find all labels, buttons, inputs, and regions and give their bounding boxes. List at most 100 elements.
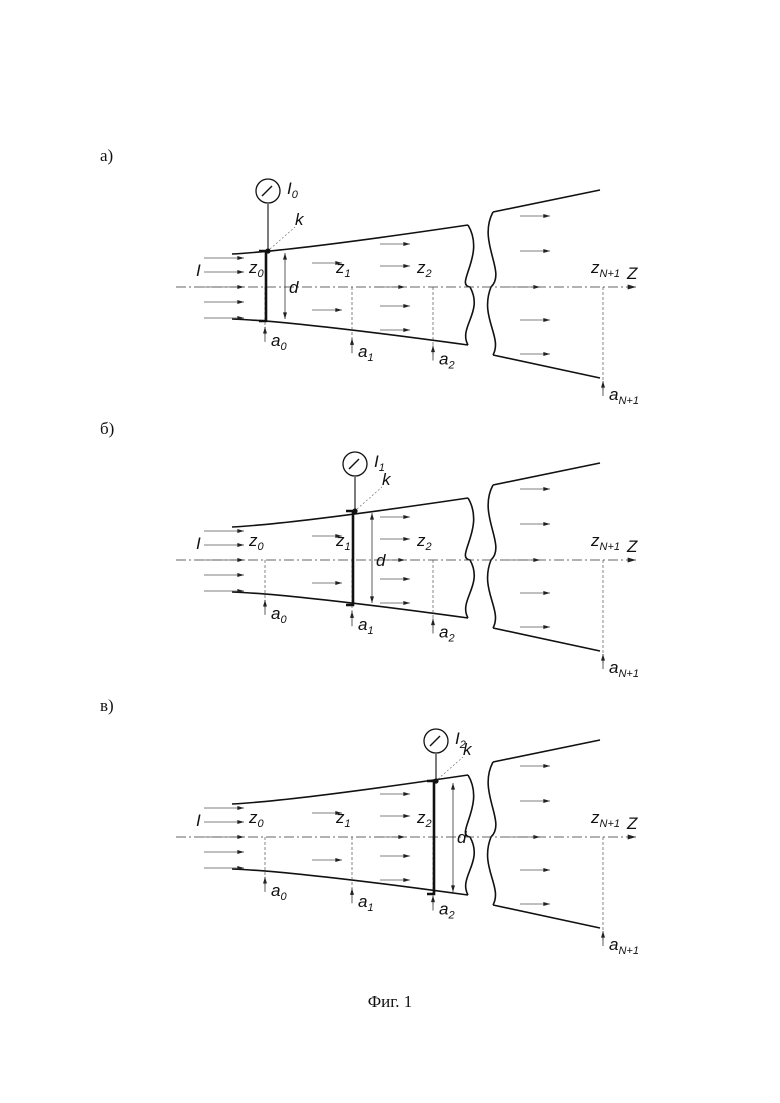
- section-a-label-0-main: a: [271, 331, 280, 350]
- section-a-label-2: a2: [439, 622, 455, 644]
- section-z-label-2-sub: 2: [425, 541, 432, 553]
- inflow-intensity-label-main: I: [196, 534, 201, 553]
- panel-2: б)ZIz0a0z1a1z2a2zN+1aN+1I1kd: [100, 419, 639, 680]
- z-axis-label: Z: [626, 264, 638, 283]
- channel-bottom-wall-end: [493, 628, 600, 651]
- section-a-label-2-main: a: [439, 622, 448, 641]
- section-z-label-0: z0: [248, 258, 265, 280]
- z-axis-label-main: Z: [626, 264, 638, 283]
- section-a-label-1-main: a: [358, 892, 367, 911]
- break-line-left: [465, 498, 474, 618]
- channel-top-wall-end: [493, 463, 600, 485]
- gauge-icon: [256, 179, 280, 203]
- section-z-label-0-main: z: [248, 808, 258, 827]
- section-z-label-0: z0: [248, 808, 265, 830]
- section-a-label-2: a2: [439, 349, 455, 371]
- section-a-label-1: a1: [358, 342, 374, 364]
- channel-top-wall: [232, 775, 468, 804]
- break-line-right: [488, 212, 496, 355]
- section-a-label-0: a0: [271, 881, 287, 903]
- channel-top-wall-end: [493, 740, 600, 762]
- section-a-label-1: a1: [358, 615, 374, 637]
- z-axis-label-main: Z: [626, 537, 638, 556]
- section-a-label-1: a1: [358, 892, 374, 914]
- section-a-label-0-sub: 0: [280, 891, 287, 903]
- section-a-label-2-sub: 2: [447, 632, 454, 644]
- channel-bottom-wall: [232, 869, 468, 895]
- diameter-label-main: d: [376, 551, 386, 570]
- measurement-point-label: k: [382, 470, 392, 489]
- section-a-label-2-main: a: [439, 899, 448, 918]
- meter-reading-label: I0: [287, 179, 299, 201]
- section-a-label-3-sub: N+1: [618, 395, 639, 407]
- diameter-label-main: d: [289, 278, 299, 297]
- section-z-label-0-sub: 0: [258, 541, 265, 553]
- section-z-label-0: z0: [248, 531, 265, 553]
- section-a-label-3: aN+1: [609, 658, 639, 680]
- inflow-intensity-label: I: [196, 811, 201, 830]
- measurement-point-label: k: [295, 210, 305, 229]
- diameter-label-main: d: [457, 828, 467, 847]
- probe-body: [427, 781, 434, 894]
- z-axis-label: Z: [626, 814, 638, 833]
- section-z-label-2: z2: [416, 808, 432, 830]
- probe-body: [346, 511, 353, 605]
- panel-3: в)ZIz0a0z1a1z2a2zN+1aN+1I2kd: [100, 696, 639, 957]
- section-z-label-3-main: z: [590, 258, 600, 277]
- section-z-label-2-main: z: [416, 531, 426, 550]
- section-z-label-1-sub: 1: [345, 268, 351, 280]
- section-a-label-1-sub: 1: [367, 352, 373, 364]
- section-a-label-2-main: a: [439, 349, 448, 368]
- section-z-label-0-sub: 0: [258, 818, 265, 830]
- section-z-label-1-sub: 1: [345, 541, 351, 553]
- inflow-intensity-label: I: [196, 534, 201, 553]
- gauge-icon: [343, 452, 367, 476]
- break-line-left: [465, 775, 474, 895]
- measurement-point-label-main: k: [463, 740, 473, 759]
- section-z-label-3-sub: N+1: [600, 268, 621, 280]
- section-a-label-0: a0: [271, 331, 287, 353]
- section-a-label-0-sub: 0: [280, 341, 287, 353]
- section-z-label-2-main: z: [416, 808, 426, 827]
- measurement-point-label-main: k: [295, 210, 305, 229]
- panel-letter: б): [100, 419, 114, 438]
- section-a-label-0-sub: 0: [280, 614, 287, 626]
- channel-bottom-wall: [232, 319, 468, 345]
- section-a-label-1-main: a: [358, 342, 367, 361]
- section-z-label-2: z2: [416, 258, 432, 280]
- z-axis-label-main: Z: [626, 814, 638, 833]
- section-z-label-3: zN+1: [590, 531, 620, 553]
- diameter-label: d: [376, 551, 386, 570]
- section-a-label-2-sub: 2: [447, 909, 454, 921]
- section-a-label-3-main: a: [609, 385, 618, 404]
- diameter-label: d: [457, 828, 467, 847]
- channel-bottom-wall-end: [493, 355, 600, 378]
- section-z-label-3: zN+1: [590, 808, 620, 830]
- section-a-label-3-main: a: [609, 658, 618, 677]
- section-a-label-3-main: a: [609, 935, 618, 954]
- section-a-label-2-sub: 2: [447, 359, 454, 371]
- inflow-intensity-label-main: I: [196, 811, 201, 830]
- channel-bottom-wall-end: [493, 905, 600, 928]
- section-a-label-3-sub: N+1: [618, 945, 639, 957]
- channel-top-wall-end: [493, 190, 600, 212]
- section-a-label-0-main: a: [271, 604, 280, 623]
- section-z-label-0-sub: 0: [258, 268, 265, 280]
- section-z-label-1-sub: 1: [345, 818, 351, 830]
- section-z-label-1-main: z: [335, 531, 345, 550]
- section-a-label-3: aN+1: [609, 935, 639, 957]
- section-z-label-2-sub: 2: [425, 818, 432, 830]
- break-line-right: [488, 485, 496, 628]
- section-z-label-0-main: z: [248, 258, 258, 277]
- section-a-label-0: a0: [271, 604, 287, 626]
- section-z-label-1-main: z: [335, 808, 345, 827]
- break-line-right: [488, 762, 496, 905]
- panel-letter: а): [100, 146, 113, 165]
- section-z-label-1: z1: [335, 531, 351, 553]
- measurement-point-label-main: k: [382, 470, 392, 489]
- panel-1: а)ZIz0a0z1a1z2a2zN+1aN+1I0kd: [100, 146, 639, 407]
- section-z-label-1-main: z: [335, 258, 345, 277]
- diameter-label: d: [289, 278, 299, 297]
- section-z-label-1: z1: [335, 808, 351, 830]
